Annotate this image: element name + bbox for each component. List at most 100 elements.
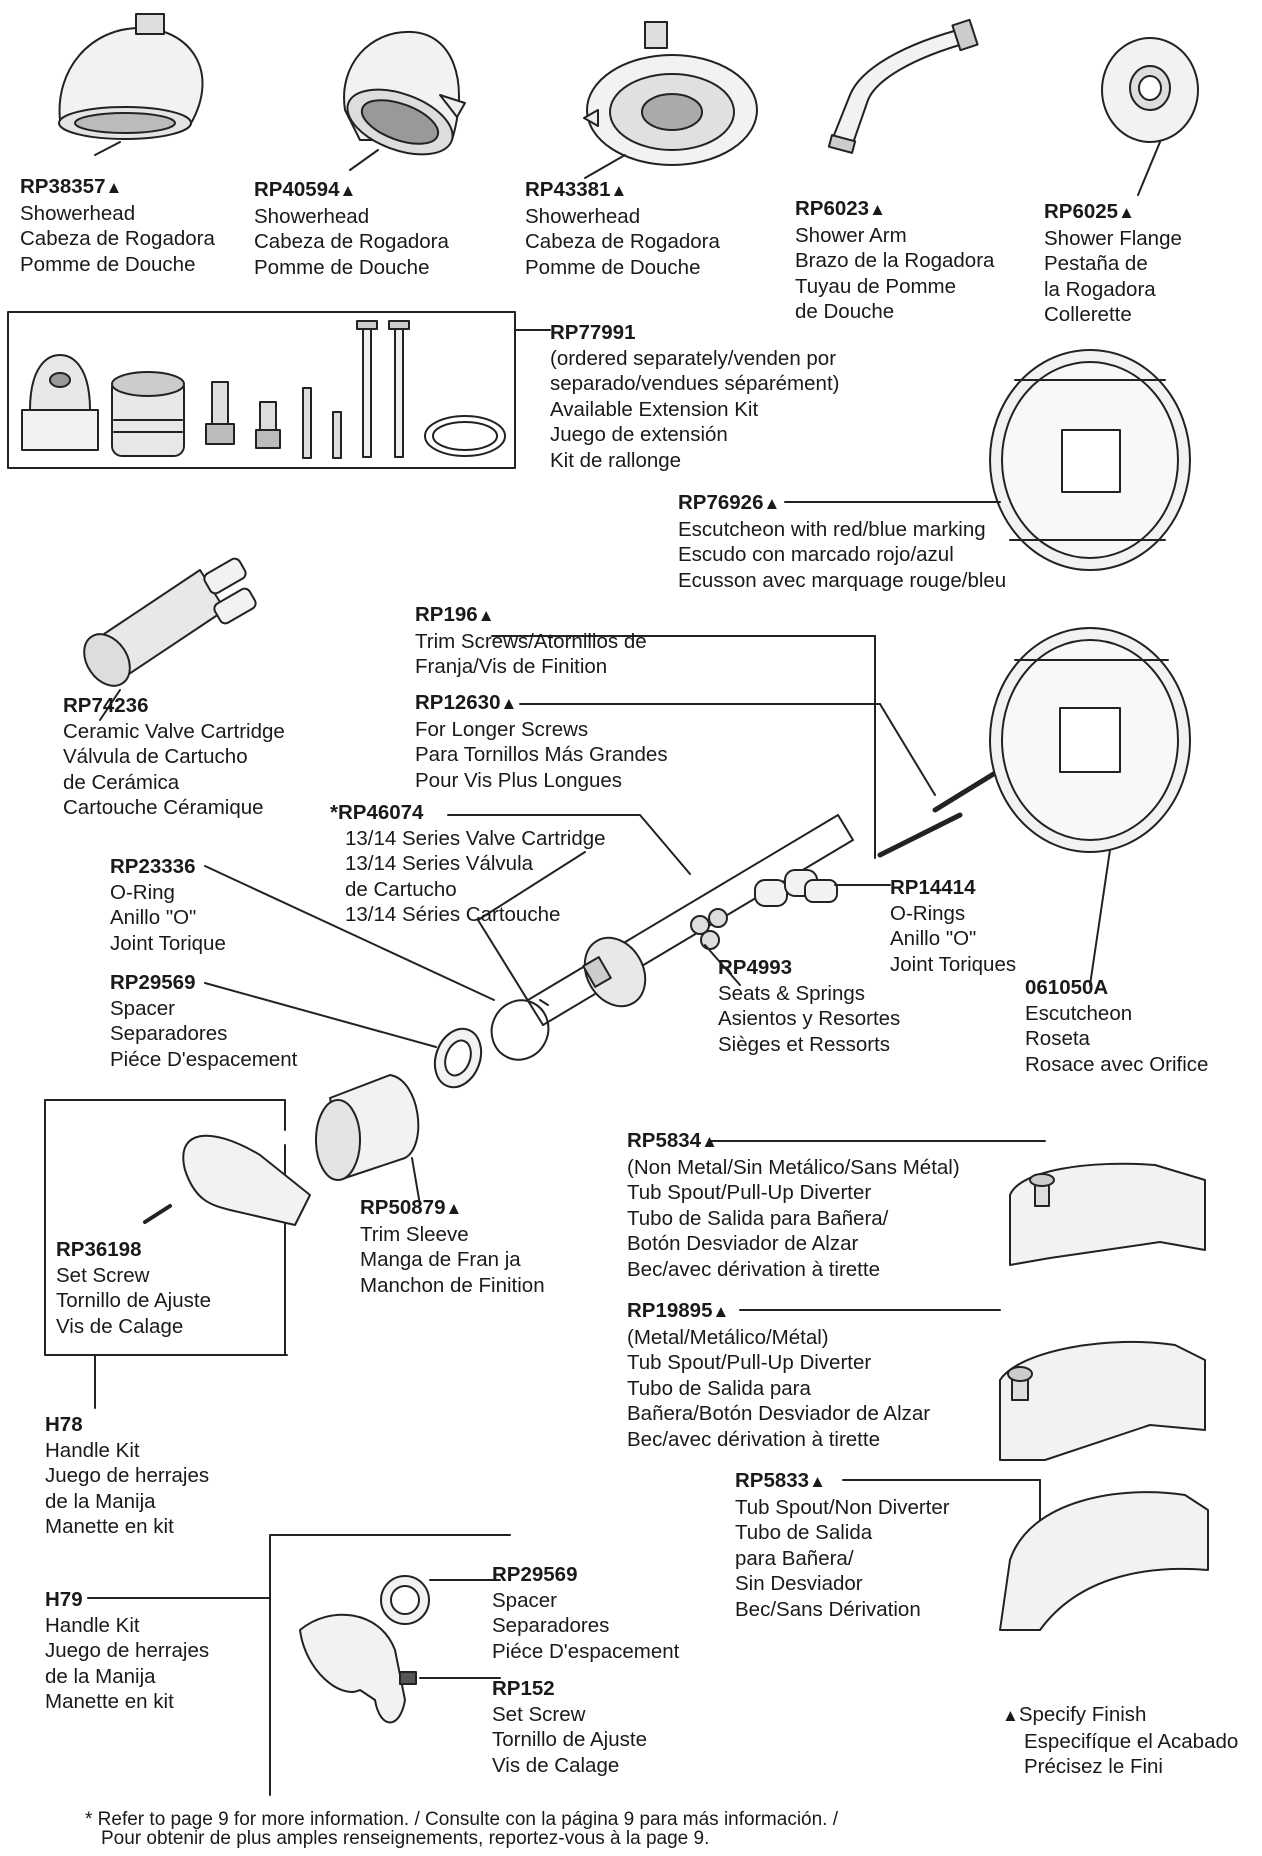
part-label-cart2: *RP46074 13/14 Series Valve Cartridge 13… bbox=[330, 800, 606, 928]
part-desc-line: Shower Arm bbox=[795, 223, 907, 247]
footnote: * Refer to page 9 for more information. … bbox=[85, 1810, 838, 1848]
part-desc-line: Pomme de Douche bbox=[254, 255, 430, 279]
part-number: RP29569 bbox=[110, 971, 196, 994]
part-desc-line: Collerette bbox=[1044, 303, 1132, 326]
escutcheon-2-drawing bbox=[990, 628, 1190, 985]
specify-finish-marker: ▲ bbox=[712, 1302, 730, 1321]
part-desc-line: para Bañera/ bbox=[735, 1546, 854, 1570]
specify-finish-marker: ▲ bbox=[869, 200, 886, 219]
part-desc-line: 13/14 Series Valve Cartridge bbox=[345, 826, 606, 850]
part-desc-line: Separadores bbox=[110, 1022, 228, 1045]
part-desc-line: For Longer Screws bbox=[415, 717, 589, 741]
part-desc-line: Piéce D'espacement bbox=[492, 1639, 680, 1663]
part-desc-line: Showerhead bbox=[20, 201, 136, 225]
part-desc-line: Pour Vis Plus Longues bbox=[415, 768, 623, 792]
shower-arm-drawing bbox=[829, 20, 978, 153]
part-desc-line: Escudo con marcado rojo/azul bbox=[678, 543, 954, 566]
part-number: RP5834 bbox=[627, 1129, 702, 1152]
oring-spacer-sleeve-drawing bbox=[205, 866, 558, 1205]
part-label-cart1: RP74236 Ceramic Valve Cartridge Válvula … bbox=[63, 693, 285, 821]
part-desc-line: de la Manija bbox=[45, 1489, 156, 1513]
part-desc-line: la Rogadora bbox=[1044, 277, 1156, 301]
part-desc-line: (ordered separately/venden por bbox=[550, 346, 837, 370]
part-number: RP38357 bbox=[20, 175, 106, 198]
specify-finish-marker: ▲ bbox=[477, 606, 495, 625]
part-label-setscrew1: RP36198 Set Screw Tornillo de Ajuste Vis… bbox=[56, 1237, 211, 1339]
part-desc-line: Sièges et Ressorts bbox=[718, 1032, 891, 1056]
part-desc-line: de Cartucho bbox=[345, 877, 457, 901]
part-desc-line: Vis de Calage bbox=[492, 1753, 620, 1777]
part-label-longscrews: RP12630▲ For Longer Screws Para Tornillo… bbox=[415, 690, 668, 793]
part-desc-line: Vis de Calage bbox=[56, 1314, 184, 1338]
part-desc-line: Kit de rallonge bbox=[550, 448, 682, 472]
leader-lines bbox=[540, 1000, 548, 1005]
specify-finish-marker: ▲ bbox=[809, 1472, 826, 1491]
part-label-sleeve: RP50879▲ Trim Sleeve Manga de Fran ja Ma… bbox=[360, 1195, 545, 1298]
part-desc-line: Cabeza de Rogadora bbox=[254, 230, 449, 253]
part-desc-line: (Metal/Metálico/Métal) bbox=[627, 1325, 829, 1349]
part-desc-line: 13/14 Séries Cartouche bbox=[345, 903, 561, 926]
part-label-arm: RP6023▲ Shower Arm Brazo de la Rogadora … bbox=[795, 196, 994, 325]
part-desc-line: Separadores bbox=[492, 1614, 610, 1637]
part-desc-line: Tubo de Salida para Bañera/ bbox=[627, 1206, 889, 1230]
part-desc-line: Roseta bbox=[1025, 1027, 1090, 1050]
part-label-seats: RP4993 Seats & Springs Asientos y Resort… bbox=[718, 955, 900, 1057]
part-number: RP14414 bbox=[890, 876, 976, 899]
part-number: RP196 bbox=[415, 603, 478, 626]
specify-finish-marker: ▲ bbox=[500, 694, 518, 713]
part-desc-line: 13/14 Series Válvula bbox=[345, 852, 534, 875]
footnote-line: * Refer to page 9 for more information. … bbox=[85, 1809, 839, 1830]
part-desc-line: Trim Screws/Atornillos de bbox=[415, 629, 647, 653]
part-number: RP19895 bbox=[627, 1299, 713, 1322]
part-label-sh1: RP38357▲ Showerhead Cabeza de Rogadora P… bbox=[20, 174, 215, 277]
part-number: H79 bbox=[45, 1588, 83, 1611]
part-desc-line: Set Screw bbox=[56, 1263, 150, 1287]
legend-line: Especifíque el Acabado bbox=[1024, 1729, 1239, 1753]
tub-spout-2-drawing bbox=[740, 1310, 1205, 1460]
specify-finish-marker: ▲ bbox=[445, 1199, 463, 1218]
part-number: RP40594 bbox=[254, 178, 340, 201]
part-desc-line: Pomme de Douche bbox=[20, 252, 196, 276]
cartridge-13-14-drawing bbox=[448, 815, 890, 1025]
part-number: H78 bbox=[45, 1413, 83, 1436]
part-desc-line: Tub Spout/Pull-Up Diverter bbox=[627, 1181, 872, 1204]
part-number: RP6025 bbox=[1044, 200, 1119, 223]
part-label-setscrew2: RP152 Set Screw Tornillo de Ajuste Vis d… bbox=[492, 1676, 647, 1778]
part-number: 061050A bbox=[1025, 976, 1109, 999]
part-desc-line: Botón Desviador de Alzar bbox=[627, 1232, 859, 1255]
part-desc-line: Ecusson avec marquage rouge/bleu bbox=[678, 568, 1007, 592]
part-label-flange: RP6025▲ Shower Flange Pestaña de la Roga… bbox=[1044, 199, 1182, 328]
part-desc-line: Juego de herrajes bbox=[45, 1464, 210, 1487]
part-desc-line: Rosace avec Orifice bbox=[1025, 1052, 1209, 1076]
part-label-oring: RP23336 O-Ring Anillo "O" Joint Torique bbox=[110, 854, 226, 956]
ceramic-cartridge-drawing bbox=[75, 556, 258, 720]
legend-line: Précisez le Fini bbox=[1024, 1755, 1163, 1778]
specify-finish-marker: ▲ bbox=[1118, 203, 1135, 222]
legend-line: Specify Finish bbox=[1018, 1703, 1147, 1726]
part-desc-line: Cabeza de Rogadora bbox=[525, 230, 720, 253]
part-label-screws: RP196▲ Trim Screws/Atornillos de Franja/… bbox=[415, 602, 647, 680]
tub-spout-3-drawing bbox=[843, 1480, 1208, 1630]
part-desc-line: Bec/avec dérivation à tirette bbox=[627, 1257, 880, 1281]
showerhead-3-drawing bbox=[584, 22, 757, 178]
part-label-esc1: RP76926▲ Escutcheon with red/blue markin… bbox=[678, 490, 1006, 593]
part-desc-line: Shower Flange bbox=[1044, 226, 1182, 250]
part-label-sh2: RP40594▲ Showerhead Cabeza de Rogadora P… bbox=[254, 177, 449, 280]
trim-screws-drawing bbox=[492, 636, 1000, 858]
part-number: RP36198 bbox=[56, 1238, 142, 1261]
specify-finish-marker: ▲ bbox=[701, 1132, 718, 1151]
part-desc-line: Ceramic Valve Cartridge bbox=[63, 719, 285, 743]
part-desc-line: Tornillo de Ajuste bbox=[492, 1728, 647, 1751]
part-desc-line: Showerhead bbox=[254, 204, 370, 228]
part-desc-line: Tub Spout/Pull-Up Diverter bbox=[627, 1351, 872, 1374]
part-desc-line: separado/vendues séparément) bbox=[550, 372, 840, 395]
part-desc-line: Tub Spout/Non Diverter bbox=[735, 1495, 950, 1519]
part-label-orings: RP14414 O-Rings Anillo "O" Joint Torique… bbox=[890, 875, 1016, 977]
part-label-spacer2: RP29569 Spacer Separadores Piéce D'espac… bbox=[492, 1562, 679, 1664]
part-desc-line: Spacer bbox=[110, 996, 175, 1020]
footnote-line: Pour obtenir de plus amples renseignemen… bbox=[101, 1828, 710, 1849]
part-label-spacer1: RP29569 Spacer Separadores Piéce D'espac… bbox=[110, 970, 297, 1072]
part-label-spout1: RP5834▲ (Non Metal/Sin Metálico/Sans Mét… bbox=[627, 1128, 960, 1282]
part-desc-line: Tubo de Salida bbox=[735, 1521, 873, 1544]
